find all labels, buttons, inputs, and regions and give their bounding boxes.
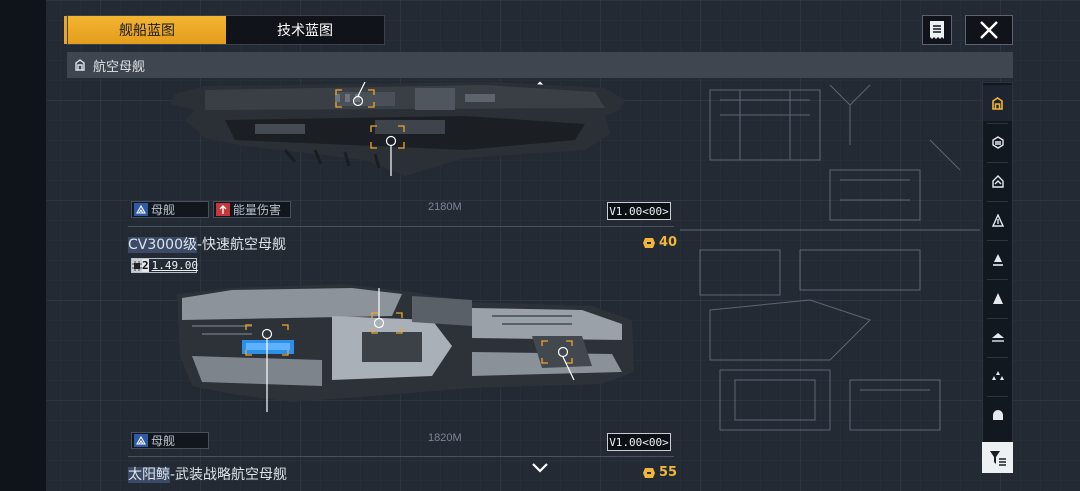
module-class-icon <box>992 410 1003 420</box>
close-icon <box>980 21 998 39</box>
ship-1-tag-carrier: 母舰 <box>131 201 209 218</box>
category-label: 航空母舰 <box>93 59 146 75</box>
carrier-icon <box>134 203 148 216</box>
close-button[interactable] <box>965 15 1013 45</box>
ship-2-image[interactable] <box>172 276 642 426</box>
ship-2-divider <box>128 456 674 457</box>
scroll-down-arrow[interactable] <box>530 462 550 474</box>
carrier-class-icon <box>992 96 1003 110</box>
sidebar-item-cruiser[interactable] <box>983 163 1012 199</box>
ship-2-length: 1820M <box>428 432 462 444</box>
left-edge <box>0 0 46 491</box>
ship-1-class: -快速航空母舰 <box>196 237 287 253</box>
energy-damage-icon <box>216 203 230 216</box>
blueprint-background <box>680 84 980 431</box>
filter-icon <box>989 450 1006 466</box>
ship-2-class: -武装战略航空母舰 <box>170 467 288 483</box>
command-point-icon <box>643 237 655 248</box>
ship-1-image[interactable] <box>165 80 635 180</box>
chip-icon <box>132 259 142 272</box>
ship-1-tag-energy-damage: 能量伤害 <box>213 201 291 218</box>
ship-class-sidebar <box>982 82 1013 473</box>
sidebar-item-carrier[interactable] <box>983 85 1012 121</box>
destroyer-class-icon <box>991 213 1004 227</box>
ship-2-version: V1.00<00> <box>607 433 671 451</box>
ship-1-model: CV3000级 <box>128 237 197 253</box>
ship-1-version: V1.00<00> <box>607 202 671 220</box>
tab-tech-blueprint[interactable]: 技术蓝图 <box>277 23 333 39</box>
command-point-icon <box>643 467 655 478</box>
ship-1-tier: 2 1.49.00 <box>131 258 198 273</box>
ship-1-length: 2180M <box>428 201 462 213</box>
ship-2-name[interactable]: 太阳鲸-武装战略航空母舰 <box>128 464 287 484</box>
aircraft-class-icon <box>991 333 1004 342</box>
tab-ship-blueprint[interactable]: 舰船蓝图 <box>64 16 226 44</box>
squadron-class-icon <box>991 371 1004 380</box>
notes-button[interactable] <box>922 15 952 45</box>
carrier-icon <box>134 434 148 447</box>
sidebar-item-module[interactable] <box>983 397 1012 433</box>
ship-2-model: 太阳鲸 <box>128 467 170 483</box>
ship-1-name[interactable]: CV3000级-快速航空母舰 <box>128 234 286 254</box>
category-bar: 航空母舰 <box>67 52 1013 78</box>
filter-button[interactable] <box>982 442 1013 473</box>
ship-2-tag-carrier: 母舰 <box>131 432 209 449</box>
blueprint-tabs: 舰船蓝图 技术蓝图 <box>64 15 385 45</box>
sidebar-item-destroyer[interactable] <box>983 202 1012 238</box>
battlecruiser-class-icon <box>991 135 1004 149</box>
sidebar-item-aircraft[interactable] <box>983 319 1012 355</box>
sidebar-item-corvette[interactable] <box>983 280 1012 316</box>
ship-1-divider <box>128 226 674 227</box>
sidebar-item-squadron[interactable] <box>983 358 1012 394</box>
sidebar-item-battlecruiser[interactable] <box>983 124 1012 160</box>
cruiser-class-icon <box>991 174 1004 188</box>
document-icon <box>930 21 944 39</box>
carrier-class-icon <box>75 59 85 71</box>
sidebar-item-frigate[interactable] <box>983 241 1012 277</box>
ship-2-cost: 55 <box>642 465 677 480</box>
frigate-class-icon <box>992 253 1003 266</box>
corvette-class-icon <box>992 292 1003 304</box>
ship-1-cost: 40 <box>642 235 677 250</box>
